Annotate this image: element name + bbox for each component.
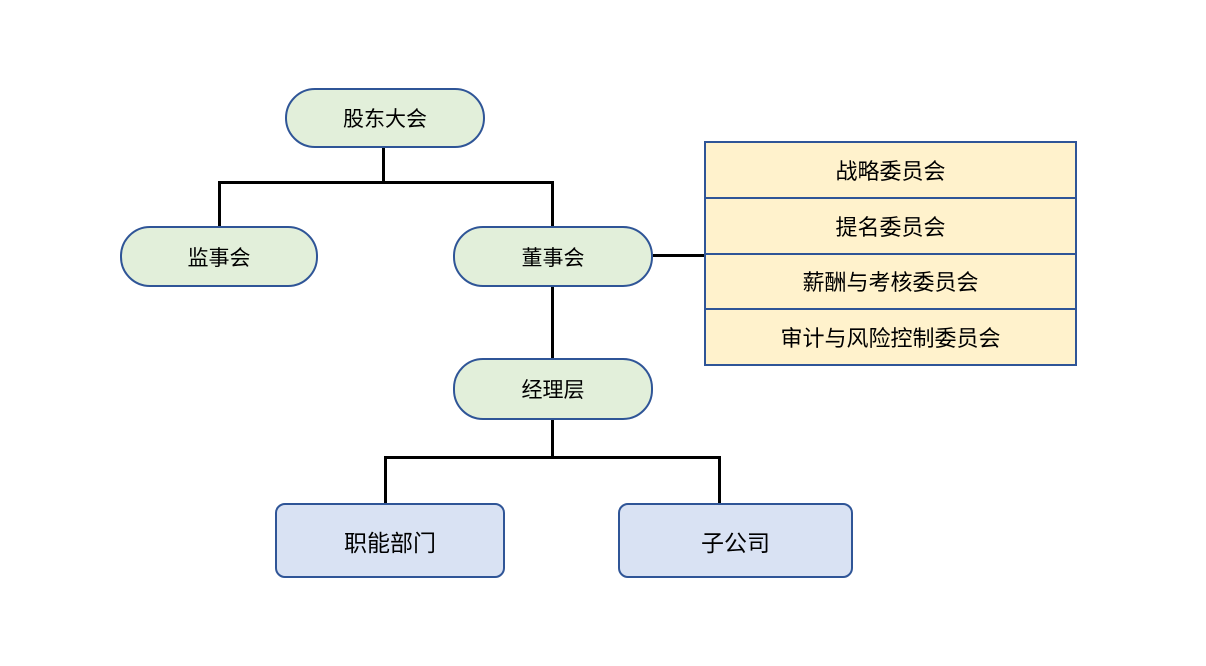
- committee-row-audit-risk: 审计与风险控制委员会: [706, 308, 1075, 364]
- committee-row-nomination: 提名委员会: [706, 196, 1075, 253]
- node-shareholders-meeting: 股东大会: [285, 88, 485, 148]
- node-subsidiary-label: 子公司: [701, 530, 770, 557]
- connector-shareholders-down: [382, 148, 385, 182]
- node-functional-departments-label: 职能部门: [344, 530, 436, 557]
- committee-row-strategy-label: 战略委员会: [835, 159, 946, 185]
- connector-to-board: [551, 181, 554, 226]
- connector-to-functional: [384, 456, 387, 503]
- node-board-of-directors: 董事会: [453, 226, 653, 287]
- node-board-of-directors-label: 董事会: [521, 246, 585, 270]
- node-management-layer: 经理层: [453, 358, 653, 420]
- node-management-layer-label: 经理层: [521, 379, 585, 402]
- connector-management-down: [551, 420, 554, 457]
- committee-row-remuneration: 薪酬与考核委员会: [706, 252, 1075, 309]
- connector-to-subsidiary: [718, 456, 721, 503]
- connector-to-supervisory: [218, 181, 221, 226]
- committee-table: 战略委员会 提名委员会 薪酬与考核委员会 审计与风险控制委员会: [704, 141, 1077, 366]
- committee-row-nomination-label: 提名委员会: [835, 215, 946, 241]
- connector-bottom-horizontal: [384, 456, 721, 459]
- committee-row-audit-risk-label: 审计与风险控制委员会: [780, 327, 1001, 353]
- connector-board-management: [551, 287, 554, 358]
- connector-board-committees: [653, 254, 704, 257]
- node-supervisory-board-label: 监事会: [187, 246, 251, 270]
- committee-row-remuneration-label: 薪酬与考核委员会: [802, 271, 979, 297]
- node-supervisory-board: 监事会: [120, 226, 318, 287]
- committee-row-strategy: 战略委员会: [706, 143, 1075, 197]
- node-subsidiary: 子公司: [618, 503, 853, 578]
- node-shareholders-meeting-label: 股东大会: [343, 108, 427, 131]
- connector-top-horizontal: [218, 181, 554, 184]
- node-functional-departments: 职能部门: [275, 503, 505, 578]
